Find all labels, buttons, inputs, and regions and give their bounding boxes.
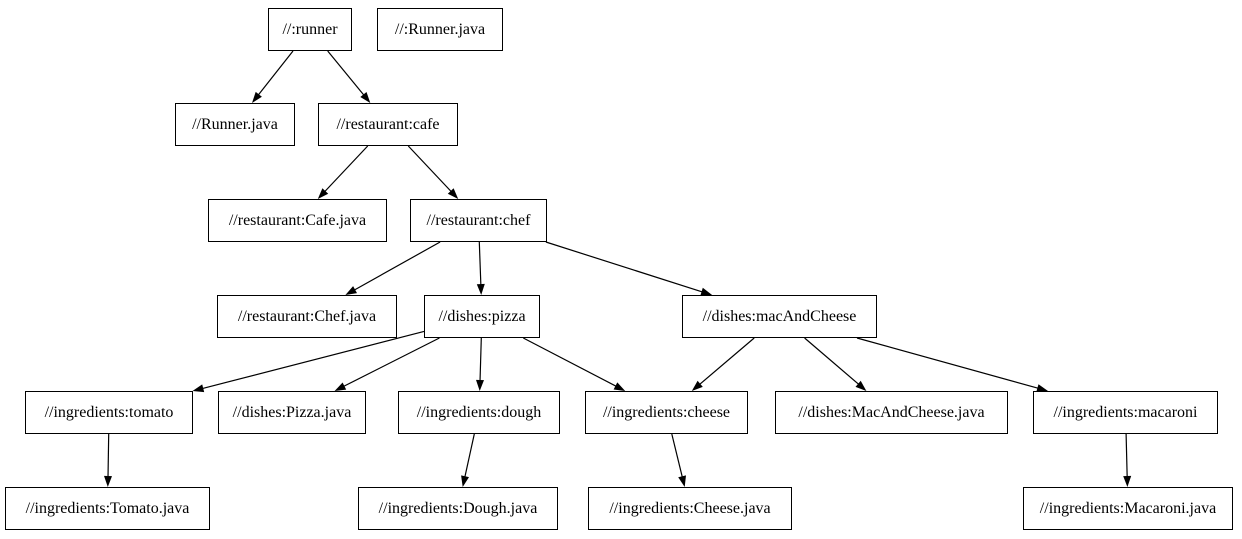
graph-node-tomato: //ingredients:tomato [25,391,193,434]
graph-edge-mac_and_cheese-to-cheese [698,337,755,386]
graph-edge-mac_and_cheese-to-mac_and_cheese_java [804,337,860,386]
graph-edge-chef-to-mac_and_cheese [545,241,704,293]
graph-node-label: //:runner [282,20,338,38]
graph-node-label: //ingredients:dough [416,403,542,421]
graph-edge-arrowhead [476,283,485,295]
graph-node-label: //ingredients:Macaroni.java [1039,499,1217,517]
graph-edge-arrowhead [192,384,205,393]
graph-node-runner: //:runner [268,8,352,51]
graph-node-label: //ingredients:macaroni [1053,403,1198,421]
graph-node-label: //dishes:pizza [438,307,526,325]
graph-node-chef: //restaurant:chef [410,199,547,242]
graph-edge-arrowhead [691,380,703,391]
graph-node-macaroni: //ingredients:macaroni [1033,391,1218,434]
graph-edge-pizza-to-cheese [523,337,618,388]
graph-edge-pizza-to-pizza_java [342,337,440,388]
graph-edge-arrowhead [104,475,112,487]
graph-node-label: //dishes:MacAndCheese.java [798,403,985,421]
graph-node-cafe: //restaurant:cafe [318,103,458,146]
graph-edge-tomato-to-tomato_java [107,433,110,479]
graph-edge-arrowhead [345,286,357,295]
graph-node-pizza: //dishes:pizza [424,295,540,338]
graph-node-macaroni-java: //ingredients:Macaroni.java [1023,487,1233,530]
graph-edge-arrowhead [613,382,626,391]
graph-node-label: //restaurant:Cafe.java [228,211,367,229]
graph-node-label: //ingredients:cheese [602,403,731,421]
graph-node-label: //ingredients:tomato [44,403,174,421]
graph-edge-cafe-to-chef [407,145,453,193]
graph-node-pizza-java: //dishes:Pizza.java [218,391,366,434]
graph-edge-cafe-to-cafe_java [323,145,369,193]
graph-edge-arrowhead [476,379,484,391]
graph-node-label: //Runner.java [192,115,278,133]
graph-node-label: //:Runner.java [394,20,486,38]
graph-node-dough-java: //ingredients:Dough.java [358,487,558,530]
graph-edge-arrowhead [678,475,686,487]
graph-node-label: //ingredients:Cheese.java [609,499,771,517]
graph-edge-chef-to-pizza [478,241,482,287]
graph-edge-arrowhead [447,188,459,199]
graph-node-tomato-java: //ingredients:Tomato.java [5,487,210,530]
graph-node-cheese-java: //ingredients:Cheese.java [588,487,792,530]
graph-node-dough: //ingredients:dough [398,391,560,434]
graph-edge-pizza-to-dough [479,337,482,383]
graph-edge-chef-to-chef_java [353,241,441,292]
graph-node-chef-java: //restaurant:Chef.java [217,295,397,338]
graph-edge-mac_and_cheese-to-macaroni [856,337,1040,390]
graph-edge-arrowhead [360,92,371,103]
graph-node-label: //restaurant:Chef.java [237,307,377,325]
graph-edge-macaroni-to-macaroni_java [1125,433,1128,479]
graph-node-mac-and-cheese-java: //dishes:MacAndCheese.java [775,391,1008,434]
graph-edge-arrowhead [252,91,262,103]
graph-node-label: //dishes:macAndCheese [702,307,857,325]
graph-edge-dough-to-dough_java [464,433,475,479]
graph-node-label: //ingredients:Dough.java [378,499,538,517]
graph-edge-pizza-to-tomato [201,330,425,390]
graph-node-cheese: //ingredients:cheese [585,391,748,434]
graph-node-cafe-java: //restaurant:Cafe.java [208,199,387,242]
graph-edge-runner-to-runner_java [257,50,294,97]
graph-edge-arrowhead [1123,475,1132,487]
graph-node-runner-java-root: //:Runner.java [377,8,503,51]
graph-node-label: //restaurant:chef [426,211,531,229]
graph-node-label: //ingredients:Tomato.java [25,499,190,517]
graph-edge-arrowhead [855,380,867,391]
graph-edge-arrowhead [317,188,329,199]
graph-node-label: //restaurant:cafe [336,115,440,133]
graph-node-mac-and-cheese: //dishes:macAndCheese [682,295,877,338]
graph-edge-arrowhead [334,382,347,391]
graph-node-label: //dishes:Pizza.java [232,403,352,421]
graph-edge-arrowhead [461,475,469,487]
graph-edge-runner-to-cafe [327,50,366,97]
graph-node-runner-java: //Runner.java [175,103,295,146]
graph-edge-cheese-to-cheese_java [671,433,684,479]
